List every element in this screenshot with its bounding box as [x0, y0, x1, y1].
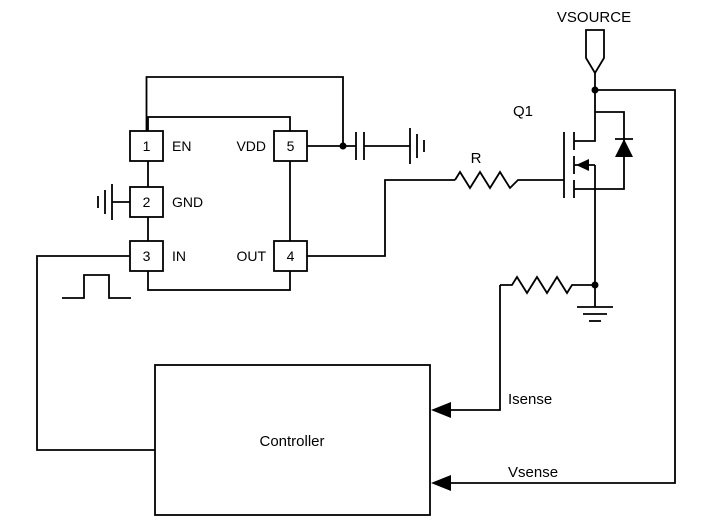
body-diode-triangle [615, 139, 633, 157]
vdd-rail [307, 128, 425, 164]
pulse-waveform-symbol [62, 274, 131, 299]
ground-symbol-gnd [97, 184, 113, 220]
pin-box-3 [129, 240, 164, 272]
pin-box-5 [273, 130, 308, 162]
wire-out-to-gate [307, 179, 455, 257]
ground-symbol-source [577, 285, 613, 322]
gnd-rail [97, 184, 130, 220]
pin-name-vdd: VDD [236, 138, 266, 154]
vsource-connector-symbol [585, 29, 605, 75]
pin-number-1: 1 [143, 138, 151, 154]
pin-number-4: 4 [287, 248, 295, 264]
ic-gate-driver: 1 EN 2 GND 3 IN 5 VDD 4 OUT [129, 116, 308, 291]
pin-name-en: EN [172, 138, 191, 154]
pin-box-1 [129, 130, 164, 162]
vsource-label: VSOURCE [557, 9, 631, 26]
wire-vsense [451, 89, 676, 484]
isense-arrow [431, 402, 451, 418]
mosfet-drain-wire [574, 90, 596, 142]
junction-dot [339, 142, 347, 150]
pin-number-3: 3 [143, 248, 151, 264]
bypass-capacitor [355, 132, 365, 160]
pin-box-2 [129, 186, 164, 218]
mosfet-source-wire [574, 188, 596, 285]
wire-en-to-vdd [145, 76, 344, 146]
isense-label: Isense [508, 391, 552, 408]
pin-name-gnd: GND [172, 194, 203, 210]
gate-resistor [454, 170, 564, 190]
controller-label: Controller [259, 433, 324, 450]
pin-name-out: OUT [236, 248, 266, 264]
gate-resistor-label: R [471, 150, 482, 167]
vsense-label: Vsense [508, 464, 558, 481]
vsense-arrow [431, 475, 451, 491]
mosfet-body-arrow [576, 159, 589, 171]
q1-label: Q1 [513, 103, 533, 120]
wire-in-from-controller [36, 255, 155, 451]
mosfet-q1 [563, 86, 633, 285]
controller-box [154, 364, 431, 516]
pin-number-2: 2 [143, 194, 151, 210]
ic-body [147, 116, 291, 291]
wire-isense [451, 285, 501, 411]
sense-resistor [500, 275, 595, 295]
ground-symbol-vdd [409, 128, 425, 164]
pin-number-5: 5 [287, 138, 295, 154]
pin-name-in: IN [172, 248, 186, 264]
